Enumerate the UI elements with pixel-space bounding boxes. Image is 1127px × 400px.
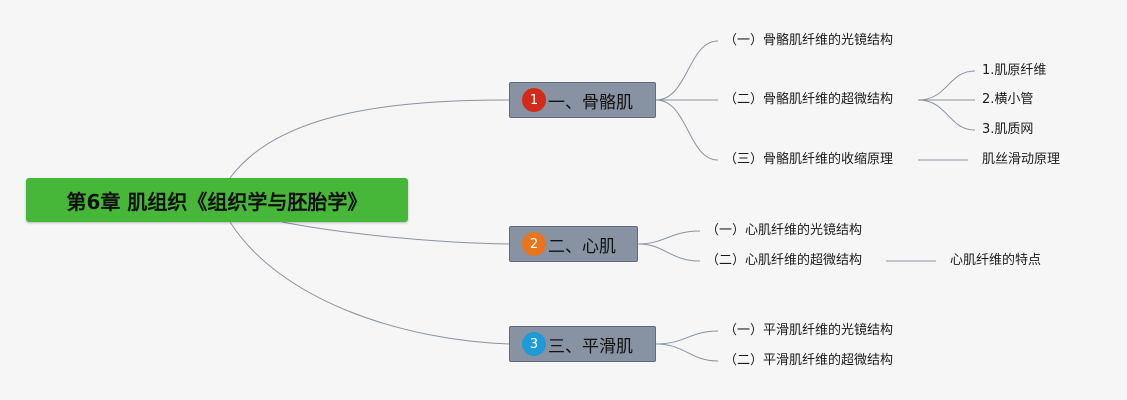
connector-topic-1-sub-3 [655, 99, 719, 161]
connector-topic-2-sub-1 [637, 230, 701, 245]
subtopic-smooth-light-structure[interactable]: （一）平滑肌纤维的光镜结构 [724, 323, 894, 338]
subtopic-skeletal-contraction[interactable]: （三）骨骼肌纤维的收缩原理 [724, 152, 894, 167]
leaf-cardiac-features[interactable]: 心肌纤维的特点 [950, 253, 1042, 268]
topic-cardiac-muscle[interactable]: 2 二、心肌 [509, 226, 638, 262]
priority-3-icon: 3 [522, 332, 546, 356]
leaf-myofibril[interactable]: 1.肌原纤维 [982, 63, 1047, 78]
root-topic[interactable]: 第6章 肌组织《组织学与胚胎学》 [26, 178, 408, 222]
topic-smooth-muscle[interactable]: 3 三、平滑肌 [509, 326, 656, 362]
connector-topic-2-sub-2 [637, 243, 701, 262]
subtopic-skeletal-ultrastructure[interactable]: （二）骨骼肌纤维的超微结构 [724, 92, 894, 107]
topic-label: 一、骨骼肌 [548, 92, 633, 113]
subtopic-cardiac-light-structure[interactable]: （一）心肌纤维的光镜结构 [706, 223, 863, 238]
subtopic-cardiac-ultrastructure[interactable]: （二）心肌纤维的超微结构 [706, 253, 863, 268]
subtopic-smooth-ultrastructure[interactable]: （二）平滑肌纤维的超微结构 [724, 353, 894, 368]
connector-sub-1-2-leaf-1 [917, 70, 976, 101]
leaf-transverse-tubule[interactable]: 2.横小管 [982, 92, 1034, 107]
connector-topic-3-sub-2 [655, 343, 719, 362]
connector-sub-1-2-leaf-3 [917, 99, 976, 131]
leaf-sarcoplasmic-reticulum[interactable]: 3.肌质网 [982, 122, 1034, 137]
connector-root-topic-2 [281, 221, 511, 245]
connector-root-topic-1 [229, 99, 511, 179]
topic-label: 二、心肌 [548, 236, 616, 257]
subtopic-skeletal-light-structure[interactable]: （一）骨骼肌纤维的光镜结构 [724, 33, 894, 48]
leaf-sliding-filament[interactable]: 肌丝滑动原理 [982, 152, 1061, 167]
connector-topic-1-sub-1 [655, 40, 719, 101]
topic-label: 三、平滑肌 [548, 336, 633, 357]
connector-topic-3-sub-1 [655, 330, 719, 345]
connector-root-topic-3 [229, 221, 511, 345]
topic-skeletal-muscle[interactable]: 1 一、骨骼肌 [509, 82, 656, 118]
root-topic-label: 第6章 肌组织《组织学与胚胎学》 [66, 189, 368, 214]
priority-1-icon: 1 [522, 88, 546, 112]
priority-2-icon: 2 [522, 232, 546, 256]
